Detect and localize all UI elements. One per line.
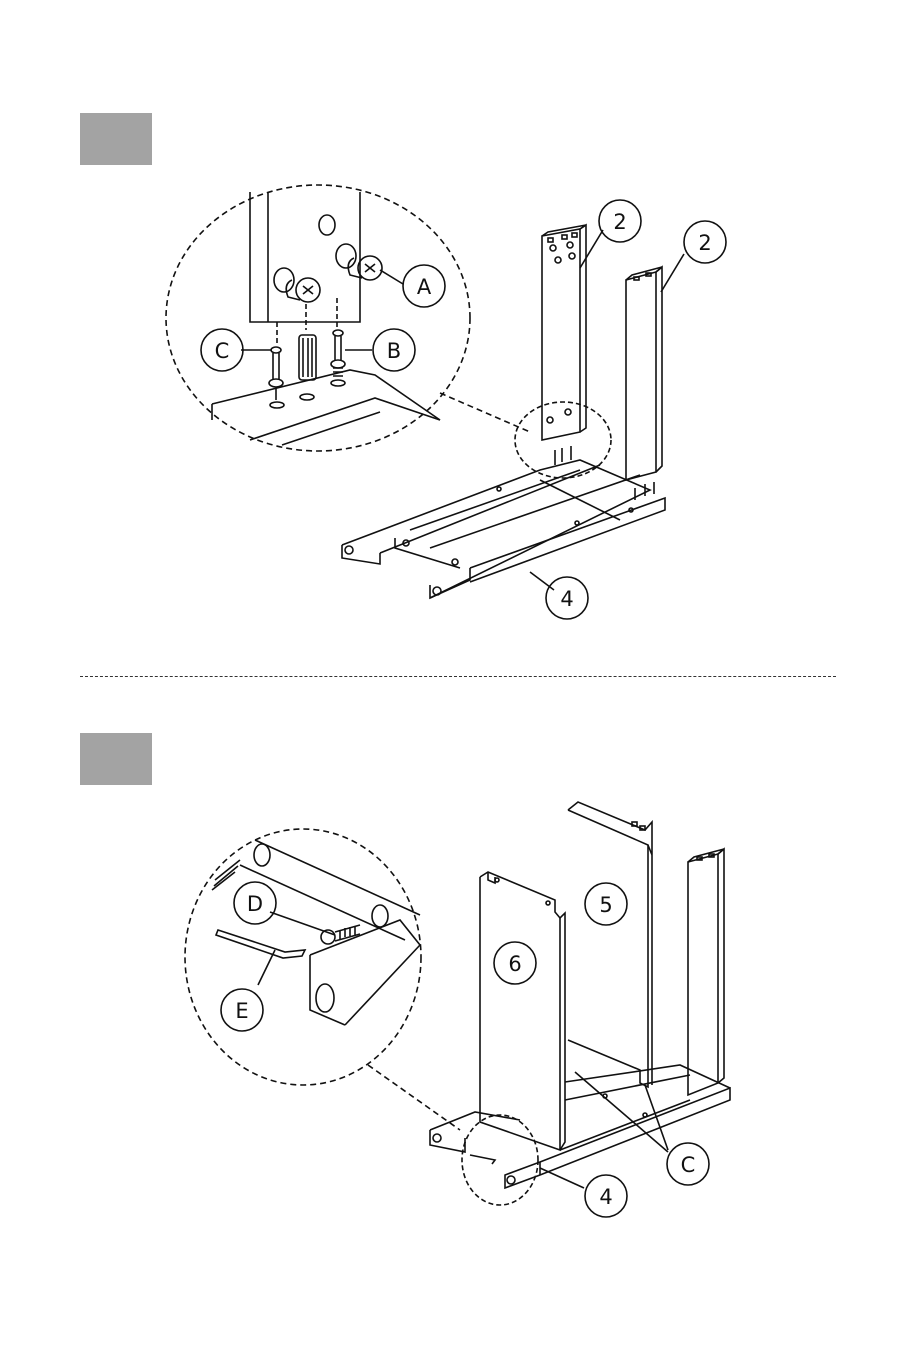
callout-2-right-label: 2 — [698, 231, 711, 255]
panel-6 — [480, 872, 565, 1150]
side-panel-2-left — [542, 225, 586, 440]
detail-circle-2 — [185, 829, 421, 1085]
cam-bolt-c — [269, 347, 283, 400]
hex-key-e — [216, 930, 305, 958]
end-panel — [688, 849, 724, 1095]
screw-d — [321, 925, 360, 944]
callout-c-step2-label: C — [681, 1153, 696, 1177]
callout-d-label: D — [247, 892, 263, 916]
callout-d — [234, 882, 276, 924]
callout-c-label: C — [215, 339, 230, 363]
detail-panel — [250, 192, 360, 322]
callout-a-label: A — [417, 275, 432, 299]
panel-5 — [568, 802, 652, 1087]
callout-2-left-label: 2 — [613, 210, 626, 234]
callout-c-step2 — [667, 1143, 709, 1185]
callout-6 — [494, 942, 536, 984]
callout-4-label: 4 — [560, 587, 573, 611]
cam-bolt-b — [331, 330, 345, 376]
callout-e — [221, 989, 263, 1031]
callout-6-label: 6 — [508, 952, 521, 976]
callout-4-step2 — [585, 1175, 627, 1217]
callout-b-label: B — [387, 339, 401, 363]
callout-e-label: E — [235, 999, 248, 1023]
base-frame-4-step2 — [430, 1065, 730, 1188]
wooden-dowel — [299, 335, 316, 380]
cam-lock-2 — [286, 278, 320, 302]
callout-5 — [585, 883, 627, 925]
step-2-marker — [80, 733, 152, 785]
cam-lock-a — [348, 256, 382, 280]
step-1-diagram: A C B 2 2 4 — [0, 0, 914, 660]
side-panel-2-right — [626, 267, 662, 480]
callout-5-label: 5 — [599, 893, 612, 917]
callout-4-step2-label: 4 — [599, 1185, 612, 1209]
step-divider — [80, 676, 836, 677]
base-frame-4 — [342, 446, 665, 598]
